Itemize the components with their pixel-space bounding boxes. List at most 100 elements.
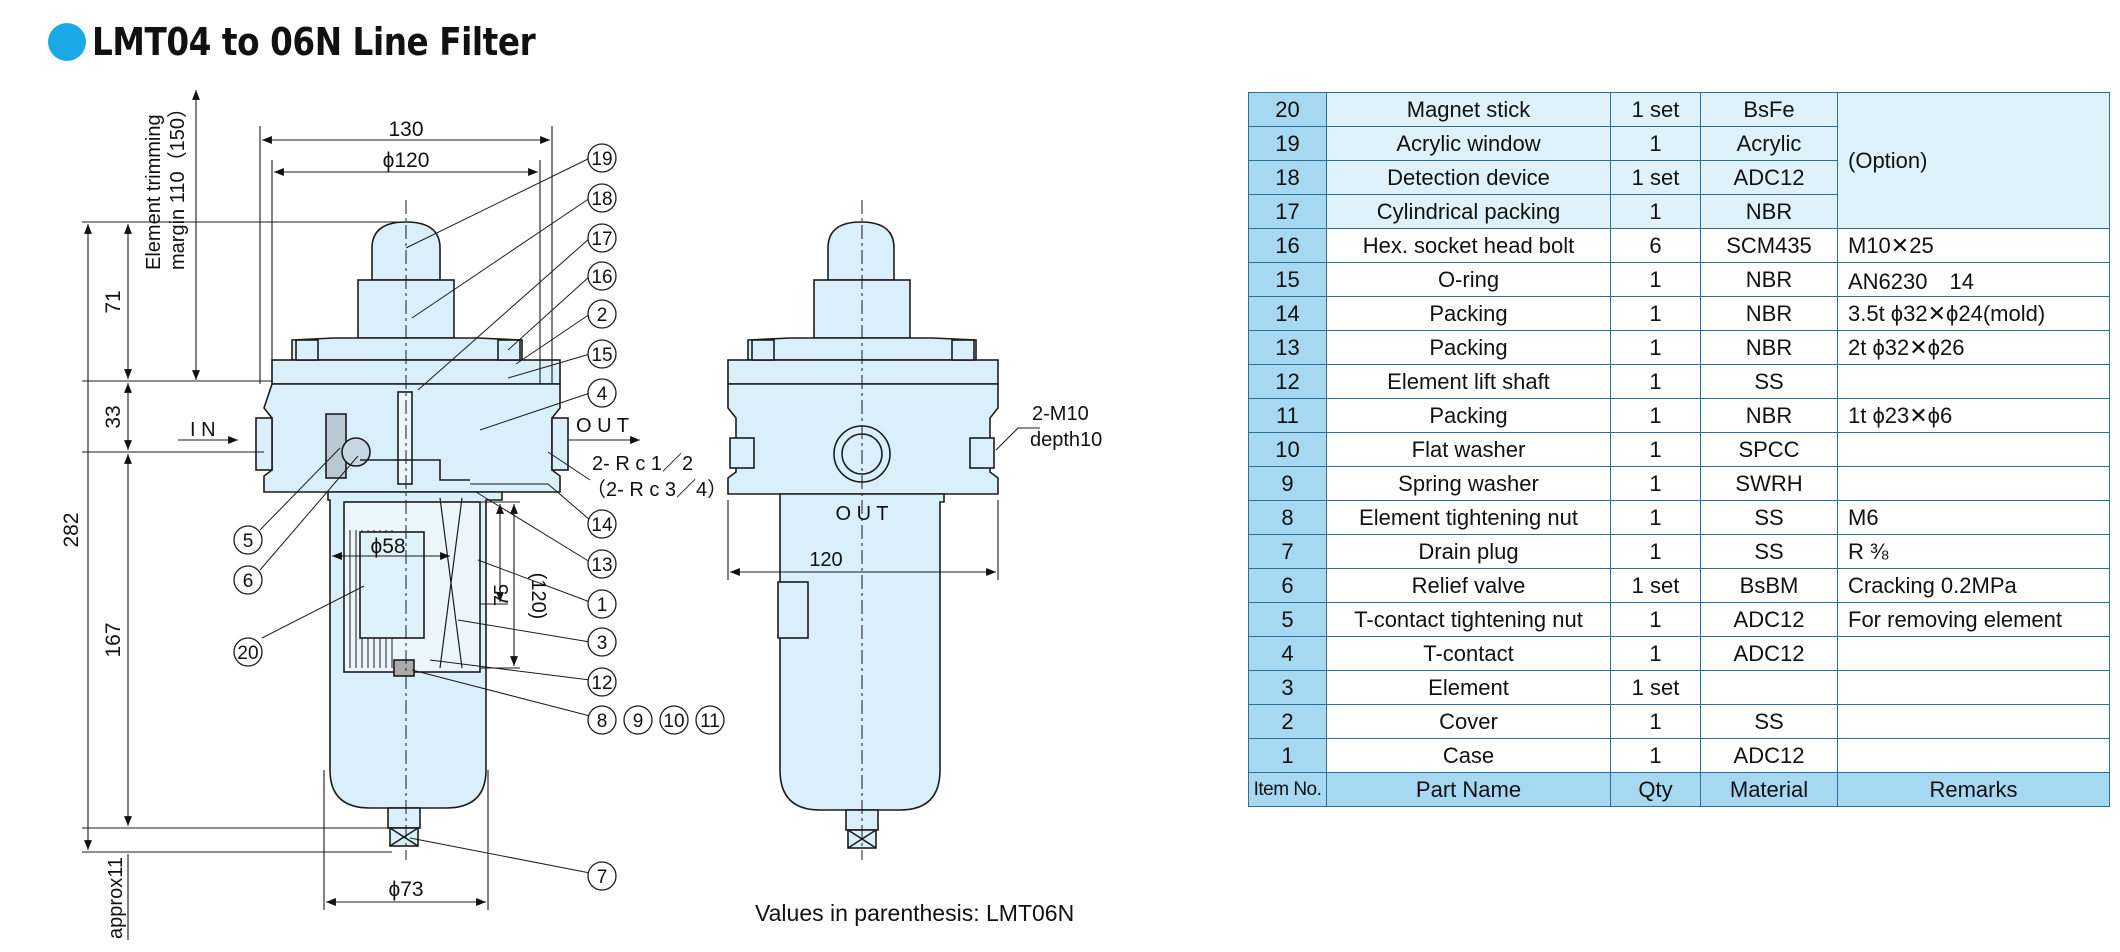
material-cell: SS: [1700, 704, 1838, 739]
callout-17: 17: [591, 229, 612, 250]
material-cell: SWRH: [1700, 466, 1838, 501]
part-name-cell: Relief valve: [1326, 568, 1611, 603]
callout-3: 3: [597, 633, 608, 654]
part-name-cell: T-contact: [1326, 636, 1611, 671]
remarks-cell: [1837, 670, 2110, 705]
callout-20: 20: [237, 643, 258, 664]
remarks-cell: [1837, 636, 2110, 671]
qty-cell: 1 set: [1610, 568, 1701, 603]
qty-cell: 1: [1610, 636, 1701, 671]
bolt-label-line1: 2-M10: [1032, 403, 1089, 425]
part-name-cell: O-ring: [1326, 262, 1611, 297]
bullet-dot-icon: [48, 23, 86, 61]
material-cell: BsBM: [1700, 568, 1838, 603]
flange-bolt-right: [497, 339, 521, 361]
flange-bolt-left: [295, 339, 319, 361]
remarks-cell-option: (Option): [1837, 92, 2110, 229]
material-cell: NBR: [1700, 194, 1838, 229]
item-no-cell: 15: [1248, 262, 1327, 297]
side-out-label: O U T: [836, 503, 889, 525]
material-cell: SS: [1700, 534, 1838, 569]
header-qty: Qty: [1610, 772, 1701, 807]
item-no-cell: 18: [1248, 160, 1327, 195]
ports-thread-line2: （2- R c 3／4）: [586, 478, 727, 501]
callout-5: 5: [243, 531, 254, 552]
item-no-cell: 1: [1248, 738, 1327, 773]
item-no-cell: 16: [1248, 228, 1327, 263]
dim-130: 130: [388, 118, 423, 141]
page-title: LMT04 to 06N Line Filter: [92, 20, 536, 64]
remarks-cell: M6: [1837, 500, 2110, 535]
title-block: LMT04 to 06N Line Filter: [48, 20, 607, 64]
bolt-label-line2: depth10: [1030, 429, 1102, 451]
item-no-cell: 4: [1248, 636, 1327, 671]
qty-cell: 6: [1610, 228, 1701, 263]
part-name-cell: Magnet stick: [1326, 92, 1611, 127]
remarks-cell: [1837, 738, 2110, 773]
part-name-cell: Hex. socket head bolt: [1326, 228, 1611, 263]
qty-cell: 1: [1610, 296, 1701, 331]
dim-75: 75: [491, 584, 513, 606]
item-no-cell: 7: [1248, 534, 1327, 569]
remarks-cell: 2t ϕ32✕ϕ26: [1837, 330, 2110, 365]
remarks-cell: [1837, 364, 2110, 399]
material-cell: ADC12: [1700, 636, 1838, 671]
material-cell: NBR: [1700, 296, 1838, 331]
flange-shape: [271, 359, 561, 385]
dim-phi120: ϕ120: [383, 149, 430, 172]
leader-lines: [259, 157, 591, 874]
qty-cell: 1: [1610, 500, 1701, 535]
part-name-cell: Packing: [1326, 330, 1611, 365]
header-remarks: Remarks: [1837, 772, 2110, 807]
qty-cell: 1 set: [1610, 92, 1701, 127]
material-cell: [1700, 670, 1838, 705]
material-cell: SPCC: [1700, 432, 1838, 467]
material-cell: SS: [1700, 364, 1838, 399]
material-cell: ADC12: [1700, 602, 1838, 637]
part-name-cell: Cover: [1326, 704, 1611, 739]
item-no-cell: 2: [1248, 704, 1327, 739]
qty-cell: 1: [1610, 432, 1701, 467]
technical-drawing: 130 ϕ120 Element trimming margin 110（150…: [60, 90, 1102, 940]
side-view: [727, 221, 999, 849]
part-name-cell: Element lift shaft: [1326, 364, 1611, 399]
drain-shape: [387, 807, 421, 829]
callout-7: 7: [597, 867, 608, 888]
qty-cell: 1: [1610, 704, 1701, 739]
callout-19: 19: [591, 149, 612, 170]
item-no-cell: 6: [1248, 568, 1327, 603]
part-name-cell: Element tightening nut: [1326, 500, 1611, 535]
in-port-shape: [255, 417, 273, 471]
part-name-cell: Packing: [1326, 296, 1611, 331]
out-port-shape: [551, 417, 569, 471]
side-dim-120: 120: [809, 549, 842, 571]
item-no-cell: 10: [1248, 432, 1327, 467]
remarks-cell: M10✕25: [1837, 228, 2110, 263]
item-no-cell: 9: [1248, 466, 1327, 501]
part-name-cell: T-contact tightening nut: [1326, 602, 1611, 637]
qty-cell: 1: [1610, 364, 1701, 399]
part-name-cell: Case: [1326, 738, 1611, 773]
item-no-cell: 19: [1248, 126, 1327, 161]
callout-16: 16: [591, 267, 612, 288]
qty-cell: 1: [1610, 194, 1701, 229]
remarks-cell: [1837, 466, 2110, 501]
qty-cell: 1: [1610, 602, 1701, 637]
callout-15: 15: [591, 345, 612, 366]
magnet-stick-shape: [359, 531, 425, 639]
header-material: Material: [1700, 772, 1838, 807]
remarks-cell: 3.5t ϕ32✕ϕ24(mold): [1837, 296, 2110, 331]
callout-10: 10: [663, 711, 684, 732]
